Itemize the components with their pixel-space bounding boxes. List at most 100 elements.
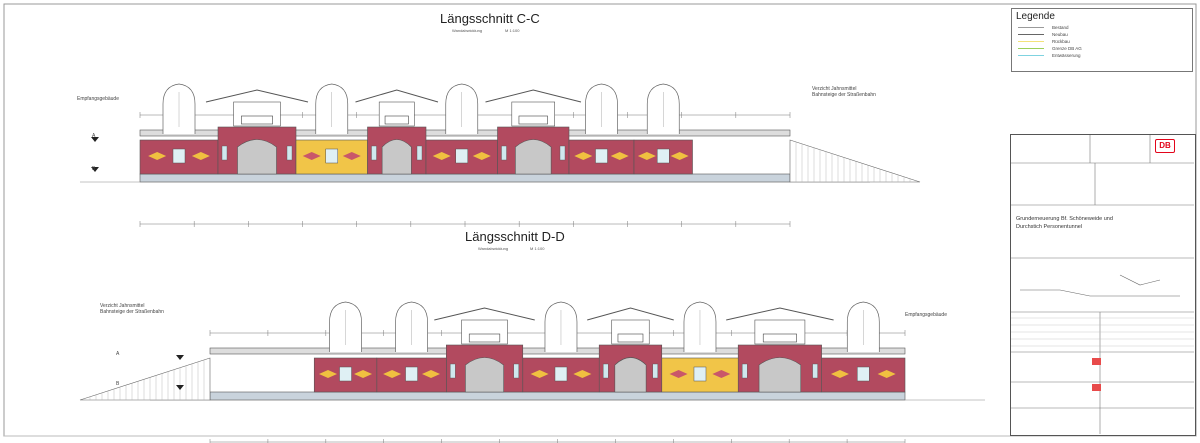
section-cc-scale: M 1:100 bbox=[505, 28, 520, 33]
section-cc-canopy-roof bbox=[485, 89, 582, 103]
section-dd-pavilion bbox=[754, 319, 806, 345]
section-cc-ramp bbox=[789, 139, 921, 183]
section-cc-diamond-ornament bbox=[302, 152, 321, 160]
legend-heading: Legende bbox=[1016, 11, 1055, 22]
section-cc-diamond-ornament bbox=[432, 152, 451, 160]
section-dd-ramp bbox=[79, 357, 211, 401]
section-cc-railing bbox=[518, 115, 548, 125]
section-cc-diamond-ornament bbox=[148, 152, 167, 160]
section-dd-window bbox=[405, 366, 418, 382]
section-dd-left-label-1: Verzicht Jahnsmittel bbox=[100, 303, 145, 309]
section-dd-railing bbox=[617, 333, 644, 343]
section-dd-window bbox=[742, 363, 748, 379]
section-dd-pavilion bbox=[461, 319, 508, 345]
section-cc-diamond-ornament bbox=[472, 152, 491, 160]
section-cc-window bbox=[221, 145, 228, 161]
legend-line-icon bbox=[1018, 27, 1044, 29]
title-block bbox=[1010, 134, 1196, 436]
level-mark-b-dd: B bbox=[116, 381, 120, 387]
section-dd-canopy-roof bbox=[587, 307, 674, 321]
section-dd-window bbox=[857, 366, 870, 382]
section-dd-canopy-roof bbox=[726, 307, 834, 321]
section-dd-title: Längsschnitt D-D bbox=[465, 229, 565, 244]
legend-item: Rückbau bbox=[1018, 39, 1070, 45]
section-dd-window bbox=[812, 363, 818, 379]
section-dd-level-marker-icon bbox=[176, 355, 184, 360]
project-title-line-2: Durchstich Personentunnel bbox=[1016, 224, 1083, 230]
section-dd-window bbox=[339, 366, 352, 382]
section-cc-arch-portal bbox=[237, 139, 277, 175]
section-dd-window bbox=[652, 363, 658, 379]
section-cc-window bbox=[501, 145, 507, 161]
section-cc-right-label-2: Bahnsteige der Straßenbahn bbox=[812, 92, 876, 98]
section-dd-left-label-2: Bahnsteige der Straßenbahn bbox=[100, 309, 164, 315]
project-title-line-1: Grunderneuerung Bf. Schöneweide und bbox=[1016, 216, 1113, 222]
legend-item: Grenze DB AG bbox=[1018, 46, 1082, 52]
section-cc-base-slab bbox=[139, 173, 791, 183]
section-cc-arch-portal bbox=[381, 139, 412, 175]
section-dd-arch-portal bbox=[614, 357, 647, 393]
section-cc-diamond-ornament bbox=[637, 152, 656, 160]
section-cc-window bbox=[455, 148, 468, 164]
section-cc-diamond-ornament bbox=[342, 152, 361, 160]
section-cc-canopy-roof bbox=[205, 89, 309, 103]
section-dd-railing bbox=[762, 333, 797, 343]
legend-label: Grenze DB AG bbox=[1052, 46, 1082, 51]
section-cc-diamond-ornament bbox=[610, 152, 629, 160]
section-cc-railing bbox=[241, 115, 273, 125]
section-cc-window bbox=[371, 145, 377, 161]
level-mark-a-cc: A bbox=[92, 133, 96, 139]
section-cc-window bbox=[657, 148, 670, 164]
section-dd-level-marker-icon bbox=[176, 385, 184, 390]
section-dd-right-label: Empfangsgebäude bbox=[905, 312, 947, 318]
section-dd-diamond-ornament bbox=[877, 370, 896, 378]
section-cc-arch-portal bbox=[515, 139, 552, 175]
section-dd-window bbox=[693, 366, 707, 382]
legend-item: Bestand bbox=[1018, 25, 1069, 31]
legend-label: Neubau bbox=[1052, 32, 1068, 37]
legend-item: Entwässerung bbox=[1018, 53, 1081, 59]
section-dd-diamond-ornament bbox=[354, 370, 373, 378]
section-cc-window bbox=[416, 145, 423, 161]
legend-line-icon bbox=[1018, 48, 1044, 50]
section-dd-window bbox=[554, 366, 568, 382]
level-mark-a-dd: A bbox=[116, 351, 120, 357]
section-dd-diamond-ornament bbox=[422, 370, 441, 378]
legend-label: Entwässerung bbox=[1052, 53, 1081, 58]
section-cc-level-marker-icon bbox=[91, 137, 99, 142]
section-dd-window bbox=[450, 363, 456, 379]
section-dd-canopy-roof bbox=[434, 307, 535, 321]
legend-line-icon bbox=[1018, 34, 1044, 36]
section-cc-window bbox=[286, 145, 293, 161]
section-cc-canopy-roof bbox=[355, 89, 439, 103]
section-cc-level-marker-icon bbox=[91, 167, 99, 172]
section-cc-right-label-1: Verzicht Jahnsmittel bbox=[812, 86, 857, 92]
legend-label: Rückbau bbox=[1052, 39, 1070, 44]
section-dd-diamond-ornament bbox=[669, 370, 688, 378]
site-schematic bbox=[1020, 289, 1180, 297]
section-dd-diamond-ornament bbox=[712, 370, 731, 378]
level-mark-b-cc: B bbox=[92, 166, 96, 172]
section-cc-diamond-ornament bbox=[574, 152, 593, 160]
section-dd-diamond-ornament bbox=[830, 370, 849, 378]
section-dd-diamond-ornament bbox=[383, 370, 402, 378]
section-cc-window bbox=[325, 148, 338, 164]
section-cc-title: Längsschnitt C-C bbox=[440, 11, 540, 26]
stamp-icon bbox=[1092, 358, 1101, 365]
section-cc-subtitle: Wandabwicklung bbox=[452, 28, 483, 33]
section-cc-pavilion bbox=[378, 101, 415, 127]
section-cc-diamond-ornament bbox=[191, 152, 210, 160]
legend-item: Neubau bbox=[1018, 32, 1068, 38]
section-dd-window bbox=[603, 363, 609, 379]
section-cc-left-label: Empfangsgebäude bbox=[77, 96, 119, 102]
section-dd-base-slab bbox=[209, 391, 906, 401]
section-cc-pavilion bbox=[233, 101, 281, 127]
section-dd-scale: M 1:100 bbox=[530, 246, 545, 251]
legend-label: Bestand bbox=[1052, 25, 1069, 30]
section-dd-diamond-ornament bbox=[319, 370, 338, 378]
section-cc-railing bbox=[384, 115, 409, 125]
section-dd-railing bbox=[468, 333, 501, 343]
section-cc-window bbox=[595, 148, 608, 164]
db-logo: DB bbox=[1155, 139, 1175, 153]
